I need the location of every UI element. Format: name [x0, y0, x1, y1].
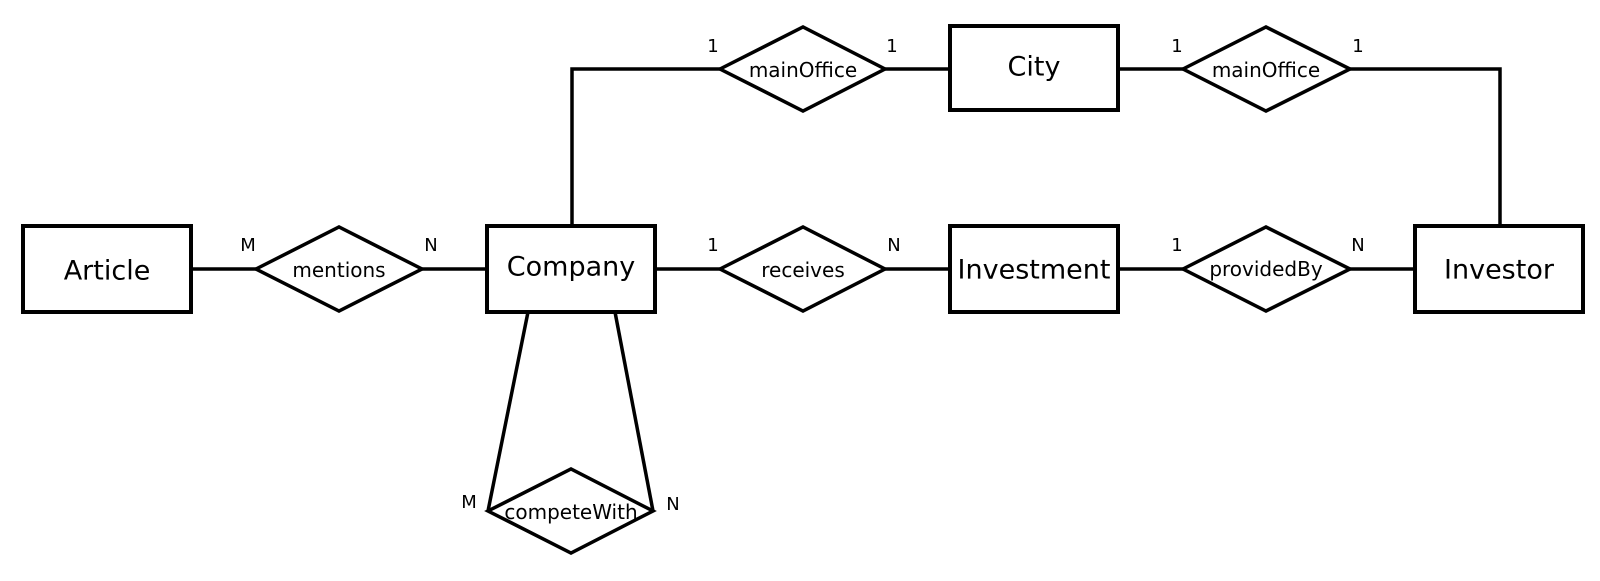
entity-investment: Investment — [948, 224, 1120, 314]
entity-investment-label: Investment — [958, 255, 1111, 286]
cardinality-competewith-left: M — [461, 492, 477, 513]
entity-city-label: City — [1008, 52, 1061, 83]
cardinality-mainoffice-city-side: 1 — [886, 36, 897, 57]
entity-investor: Investor — [1413, 224, 1585, 314]
cardinalities: M N 1 N 1 N 1 1 1 1 M N — [240, 36, 1365, 515]
entity-city: City — [948, 24, 1120, 112]
cardinality-mentions-company: N — [424, 235, 437, 256]
entity-company: Company — [485, 224, 657, 314]
relationship-mentions: mentions — [252, 225, 426, 313]
relationship-competewith: competeWith — [484, 467, 657, 555]
relationship-competewith-label: competeWith — [504, 500, 637, 524]
relationship-receives-label: receives — [761, 258, 845, 282]
edge-company-mainoffice — [570, 67, 720, 226]
relationship-mainoffice-company-label: mainOffice — [749, 58, 857, 82]
cardinality-mainoffice-city-investor-side: 1 — [1171, 36, 1182, 57]
relationship-mainoffice-company: mainOffice — [716, 25, 889, 113]
cardinality-mainoffice-company-side: 1 — [707, 36, 718, 57]
cardinality-providedby-investment: 1 — [1171, 235, 1182, 256]
cardinality-receives-investment: N — [887, 235, 900, 256]
relationship-providedby: providedBy — [1179, 225, 1354, 313]
cardinality-receives-company: 1 — [707, 235, 718, 256]
entity-article-label: Article — [64, 256, 151, 287]
relationship-providedby-label: providedBy — [1209, 257, 1323, 281]
cardinality-competewith-right: N — [666, 494, 679, 515]
relationship-mainoffice-investor: mainOffice — [1179, 25, 1354, 113]
entity-company-label: Company — [507, 252, 635, 283]
entity-article: Article — [21, 224, 193, 314]
edge-company-competewith-right — [613, 311, 655, 512]
cardinality-mentions-article: M — [240, 235, 256, 256]
relationship-receives: receives — [716, 225, 889, 313]
connectors — [191, 67, 1502, 512]
relationship-mainoffice-investor-label: mainOffice — [1212, 58, 1320, 82]
cardinality-mainoffice-investor-side: 1 — [1352, 36, 1363, 57]
edge-mainoffice-investor — [1350, 67, 1502, 226]
edge-company-competewith-left — [486, 311, 530, 512]
cardinality-providedby-investor: N — [1351, 235, 1364, 256]
relationship-mentions-label: mentions — [292, 258, 385, 282]
entity-investor-label: Investor — [1444, 255, 1555, 286]
